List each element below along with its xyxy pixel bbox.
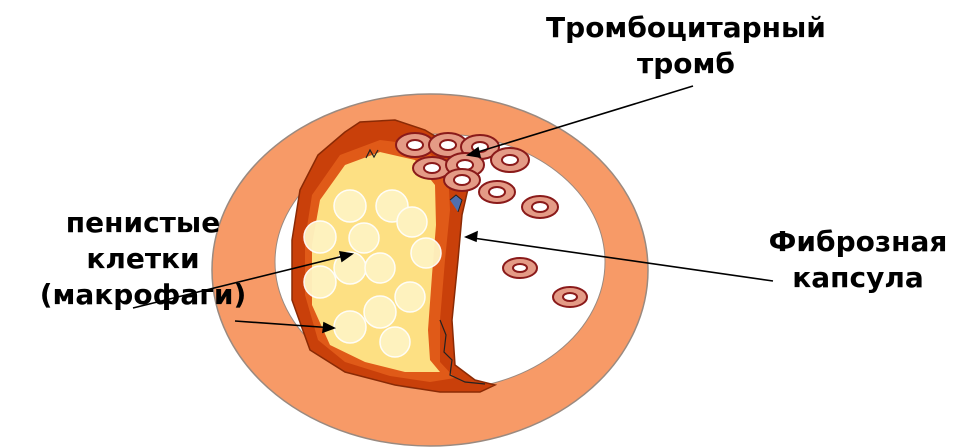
- foam-cells-label-line1: пенистые: [8, 205, 278, 241]
- platelet: [522, 196, 558, 218]
- foam-cell: [395, 282, 425, 312]
- platelet: [503, 258, 537, 278]
- foam-cells-label-line3: (макрофаги): [8, 277, 278, 313]
- foam-cells-label-line2: клетки: [8, 241, 278, 277]
- foam-cell: [380, 327, 410, 357]
- foam-cells-label: пенистые клетки (макрофаги): [8, 205, 278, 313]
- fibrous-capsule-label: Фиброзная капсула: [748, 224, 968, 296]
- fibrous-capsule-label-line2: капсула: [748, 260, 968, 296]
- foam-cell: [304, 266, 336, 298]
- thrombus-label: Тромбоцитарный тромб: [500, 10, 872, 82]
- platelet: [553, 287, 587, 307]
- thrombus-label-line1: Тромбоцитарный: [500, 10, 872, 46]
- foam-cell: [397, 207, 427, 237]
- foam-cell: [364, 296, 396, 328]
- platelet: [491, 148, 529, 172]
- thrombus-label-line2: тромб: [500, 46, 872, 82]
- fibrous-capsule-label-line1: Фиброзная: [748, 224, 968, 260]
- foam-cell: [304, 221, 336, 253]
- foam-cell: [334, 311, 366, 343]
- platelet: [479, 181, 515, 203]
- foam-cell: [411, 238, 441, 268]
- platelet: [444, 169, 480, 191]
- foam-cell: [334, 190, 366, 222]
- foam-cell: [365, 253, 395, 283]
- foam-cell: [349, 223, 379, 253]
